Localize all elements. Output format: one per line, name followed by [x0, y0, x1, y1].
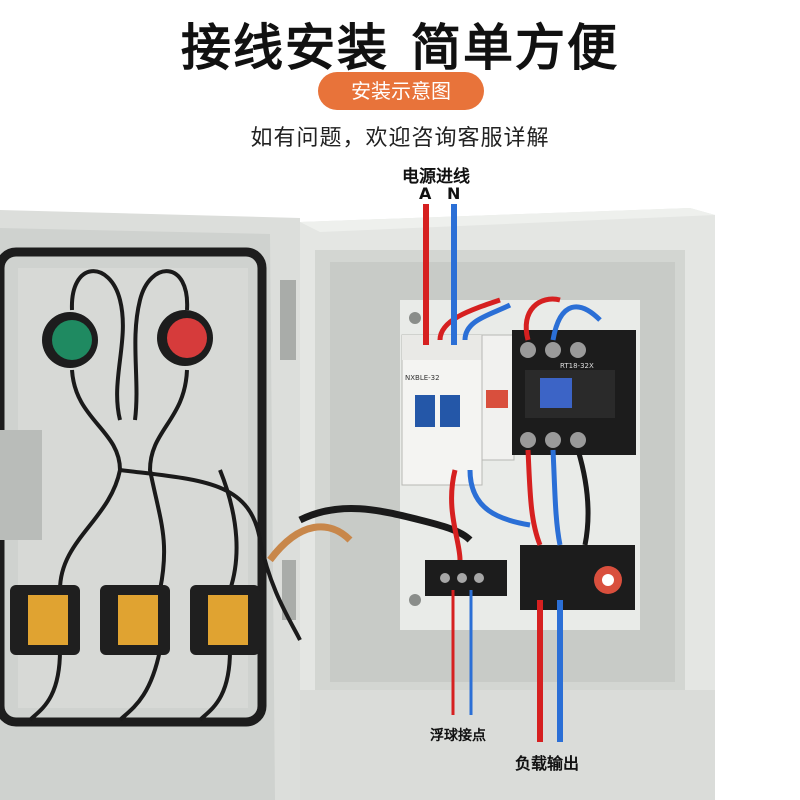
indicator-lights [42, 310, 213, 368]
door-gasket [0, 247, 267, 727]
subtitle: 如有问题，欢迎咨询客服详解 [250, 126, 550, 151]
contactor-model: RT18-32X [560, 362, 594, 370]
ground-braid [267, 523, 353, 563]
cabinet-door [0, 210, 300, 800]
green-indicator [52, 320, 92, 360]
phase-a-label: A [419, 184, 432, 203]
power-in-leads [423, 204, 457, 345]
diagram-badge: 安装示意图 [318, 72, 484, 110]
hinge [280, 280, 296, 360]
phase-n-label: N [447, 184, 461, 203]
internal-wiring [437, 296, 602, 561]
breaker-model: NXBLE-32 [405, 374, 440, 382]
selector-switches [10, 585, 260, 655]
load-output-label: 负载输出 [515, 754, 580, 773]
door-wiring [28, 269, 302, 722]
float-contact-leads [451, 590, 473, 715]
terminal-block [425, 560, 507, 596]
headline: 接线安装简单方便 [0, 8, 800, 80]
cabinet-body [300, 208, 715, 800]
load-output-leads [537, 600, 563, 742]
contactor: RT18-32X [512, 330, 636, 455]
headline-part-2: 简单方便 [411, 19, 619, 77]
thermal-relay [520, 545, 635, 610]
power-in-label: 电源进线 [402, 167, 470, 187]
red-indicator [167, 318, 207, 358]
door-bracket [0, 430, 42, 540]
circuit-breaker: NXBLE-32 [401, 334, 515, 486]
float-contact-label: 浮球接点 [430, 728, 486, 744]
headline-part-1: 接线安装 [181, 19, 389, 77]
